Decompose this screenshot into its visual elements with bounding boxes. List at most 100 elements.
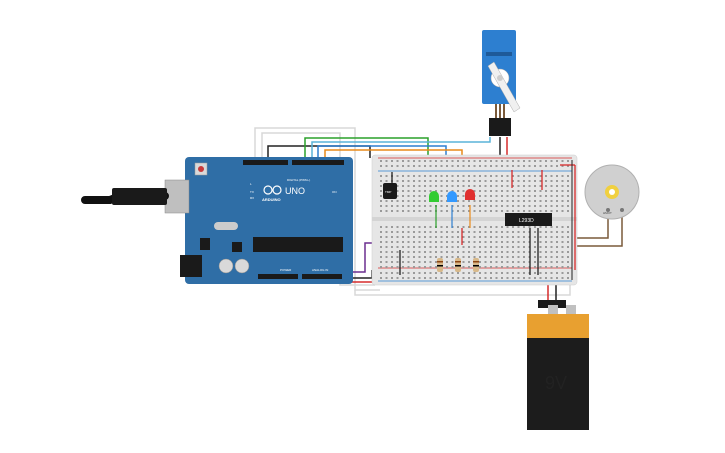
breadboard-hole[interactable] [484, 231, 487, 233]
breadboard-hole[interactable] [413, 160, 415, 162]
breadboard-hole[interactable] [545, 195, 547, 197]
breadboard-hole[interactable] [539, 241, 542, 243]
breadboard-hole[interactable] [523, 266, 525, 268]
breadboard-hole[interactable] [385, 180, 388, 182]
breadboard-hole[interactable] [545, 175, 547, 177]
breadboard-hole[interactable] [517, 160, 520, 162]
breadboard-hole[interactable] [479, 165, 481, 167]
breadboard-hole[interactable] [385, 266, 388, 268]
breadboard-hole[interactable] [534, 190, 536, 192]
breadboard-hole[interactable] [435, 190, 437, 192]
breadboard-hole[interactable] [468, 165, 470, 167]
breadboard-hole[interactable] [506, 277, 509, 279]
breadboard-hole[interactable] [407, 175, 410, 177]
breadboard-hole[interactable] [462, 226, 465, 228]
breadboard-hole[interactable] [512, 226, 514, 228]
breadboard-hole[interactable] [523, 190, 525, 192]
breadboard-hole[interactable] [468, 180, 470, 182]
breadboard-hole[interactable] [385, 205, 388, 207]
breadboard-hole[interactable] [523, 236, 525, 238]
breadboard-hole[interactable] [407, 210, 410, 212]
breadboard-hole[interactable] [424, 272, 426, 274]
breadboard-hole[interactable] [413, 226, 415, 228]
breadboard-hole[interactable] [396, 190, 399, 192]
breadboard-hole[interactable] [495, 190, 498, 192]
breadboard-hole[interactable] [528, 165, 531, 167]
breadboard-hole[interactable] [556, 226, 558, 228]
breadboard-hole[interactable] [402, 277, 404, 279]
breadboard-hole[interactable] [446, 180, 448, 182]
resistor[interactable] [455, 258, 461, 272]
breadboard-hole[interactable] [490, 160, 492, 162]
breadboard-hole[interactable] [506, 160, 509, 162]
breadboard-hole[interactable] [512, 200, 514, 202]
breadboard-hole[interactable] [523, 251, 525, 253]
breadboard-hole[interactable] [396, 231, 399, 233]
breadboard-hole[interactable] [435, 251, 437, 253]
breadboard-hole[interactable] [479, 256, 481, 258]
breadboard-hole[interactable] [468, 185, 470, 187]
breadboard-hole[interactable] [424, 226, 426, 228]
breadboard-hole[interactable] [446, 165, 448, 167]
breadboard-hole[interactable] [440, 185, 443, 187]
breadboard-hole[interactable] [468, 266, 470, 268]
breadboard-hole[interactable] [501, 277, 503, 279]
breadboard-hole[interactable] [556, 236, 558, 238]
breadboard-hole[interactable] [506, 272, 509, 274]
breadboard-hole[interactable] [534, 231, 536, 233]
breadboard-hole[interactable] [556, 277, 558, 279]
breadboard-hole[interactable] [495, 200, 498, 202]
breadboard-hole[interactable] [380, 226, 382, 228]
breadboard-hole[interactable] [468, 272, 470, 274]
breadboard-hole[interactable] [512, 256, 514, 258]
breadboard-hole[interactable] [567, 231, 569, 233]
breadboard-hole[interactable] [550, 266, 553, 268]
breadboard-hole[interactable] [545, 190, 547, 192]
breadboard-hole[interactable] [479, 175, 481, 177]
breadboard-hole[interactable] [517, 175, 520, 177]
breadboard-hole[interactable] [418, 241, 421, 243]
breadboard-hole[interactable] [517, 180, 520, 182]
breadboard-hole[interactable] [457, 246, 459, 248]
breadboard-hole[interactable] [556, 200, 558, 202]
breadboard-hole[interactable] [567, 195, 569, 197]
breadboard-hole[interactable] [484, 272, 487, 274]
breadboard-hole[interactable] [545, 160, 547, 162]
breadboard-hole[interactable] [512, 190, 514, 192]
breadboard-hole[interactable] [418, 266, 421, 268]
breadboard-hole[interactable] [550, 205, 553, 207]
motor-driver-ic[interactable]: L293D [505, 213, 552, 226]
breadboard-hole[interactable] [495, 277, 498, 279]
breadboard-hole[interactable] [380, 210, 382, 212]
breadboard-hole[interactable] [473, 272, 476, 274]
breadboard-hole[interactable] [479, 246, 481, 248]
breadboard-hole[interactable] [495, 256, 498, 258]
breadboard-hole[interactable] [407, 236, 410, 238]
breadboard-hole[interactable] [567, 272, 569, 274]
breadboard-hole[interactable] [517, 226, 520, 228]
breadboard-hole[interactable] [561, 251, 564, 253]
breadboard-hole[interactable] [391, 160, 393, 162]
breadboard-hole[interactable] [556, 160, 558, 162]
breadboard-hole[interactable] [550, 185, 553, 187]
breadboard-hole[interactable] [534, 180, 536, 182]
breadboard-hole[interactable] [550, 175, 553, 177]
breadboard-hole[interactable] [479, 226, 481, 228]
breadboard-hole[interactable] [484, 256, 487, 258]
breadboard-hole[interactable] [468, 200, 470, 202]
breadboard-hole[interactable] [517, 165, 520, 167]
breadboard-hole[interactable] [473, 241, 476, 243]
breadboard-hole[interactable] [462, 165, 465, 167]
breadboard-hole[interactable] [380, 261, 382, 263]
breadboard-hole[interactable] [473, 277, 476, 279]
breadboard-hole[interactable] [462, 272, 465, 274]
breadboard-hole[interactable] [396, 180, 399, 182]
breadboard-hole[interactable] [446, 210, 448, 212]
breadboard-hole[interactable] [462, 231, 465, 233]
breadboard-hole[interactable] [429, 256, 432, 258]
breadboard-hole[interactable] [479, 160, 481, 162]
breadboard-hole[interactable] [501, 251, 503, 253]
breadboard-hole[interactable] [567, 261, 569, 263]
breadboard-hole[interactable] [479, 180, 481, 182]
wire-white[interactable] [254, 127, 380, 291]
